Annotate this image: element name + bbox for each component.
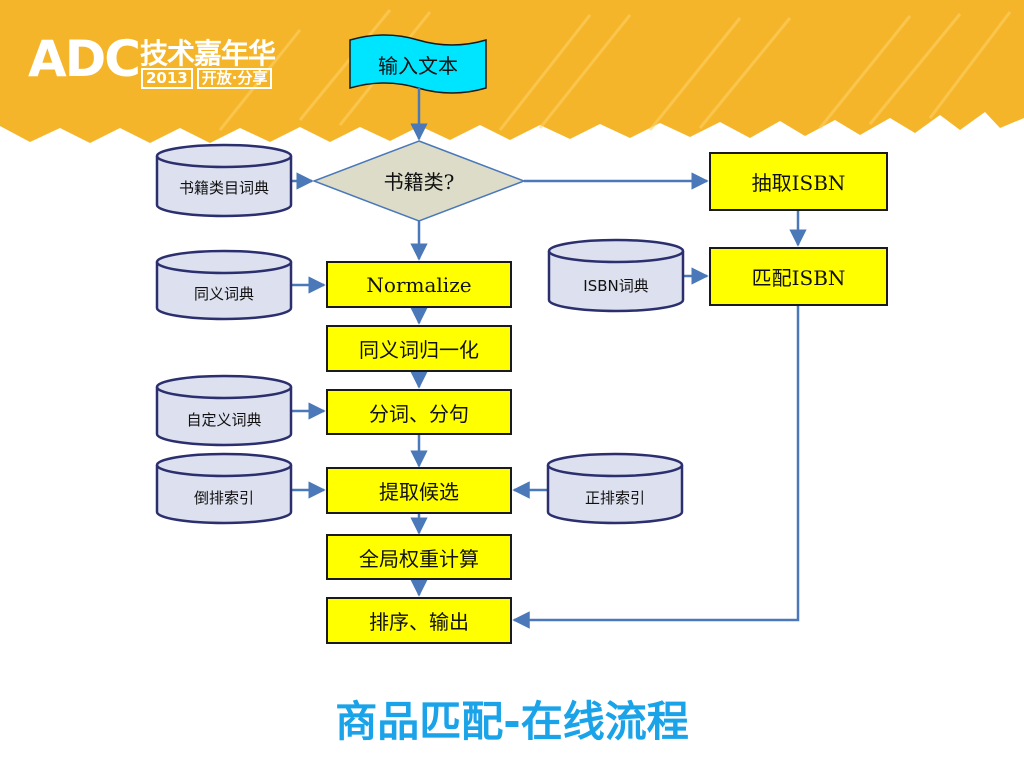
- step-segmentation: 分词、分句: [326, 389, 512, 435]
- cylinder-custom: [155, 374, 293, 447]
- logo-adc: ADC: [28, 30, 141, 88]
- dict-synonym-label: 同义词典: [193, 285, 254, 303]
- step-match-isbn: 匹配ISBN: [709, 247, 888, 306]
- cylinder-isbn: [547, 238, 685, 313]
- dict-forward-index: 正排索引: [548, 459, 682, 525]
- dict-custom-label: 自定义词典: [186, 411, 262, 429]
- slide-title: 商品匹配-在线流程: [335, 697, 689, 746]
- decision-label: 书籍类?: [383, 170, 455, 194]
- dict-isbn: ISBN词典: [549, 245, 683, 313]
- dict-inverted-index-label: 倒排索引: [193, 489, 254, 507]
- logo-year: 2013: [141, 68, 193, 89]
- step-sort-output: 排序、输出: [326, 597, 512, 644]
- dict-book-category: 书籍类目词典: [157, 150, 291, 220]
- arrow-match-isbn-sort: [512, 305, 800, 629]
- logo-event-name: 技术嘉年华: [140, 37, 276, 70]
- step-normalize: Normalize: [326, 261, 512, 308]
- dict-isbn-label: ISBN词典: [583, 277, 649, 295]
- step-extract-isbn: 抽取ISBN: [709, 152, 888, 211]
- cylinder-synonym: [155, 249, 293, 321]
- start-shape: [349, 34, 487, 94]
- banner-background: [0, 0, 1024, 143]
- cylinder-inverted-index: [155, 452, 293, 525]
- cylinder-book-category: [155, 143, 293, 218]
- step-global-weight: 全局权重计算: [326, 534, 512, 580]
- dict-inverted-index: 倒排索引: [157, 459, 291, 525]
- dict-forward-index-label: 正排索引: [584, 489, 645, 507]
- step-extract-candidates: 提取候选: [326, 467, 512, 514]
- dict-synonym: 同义词典: [157, 256, 291, 322]
- step-synonym-normalization: 同义词归一化: [326, 325, 512, 372]
- cylinder-forward-index: [546, 452, 684, 525]
- start-label: 输入文本: [378, 54, 458, 78]
- logo-tagline: 开放·分享: [196, 68, 273, 89]
- dict-book-category-label: 书籍类目词典: [178, 179, 269, 197]
- dict-custom: 自定义词典: [157, 381, 291, 447]
